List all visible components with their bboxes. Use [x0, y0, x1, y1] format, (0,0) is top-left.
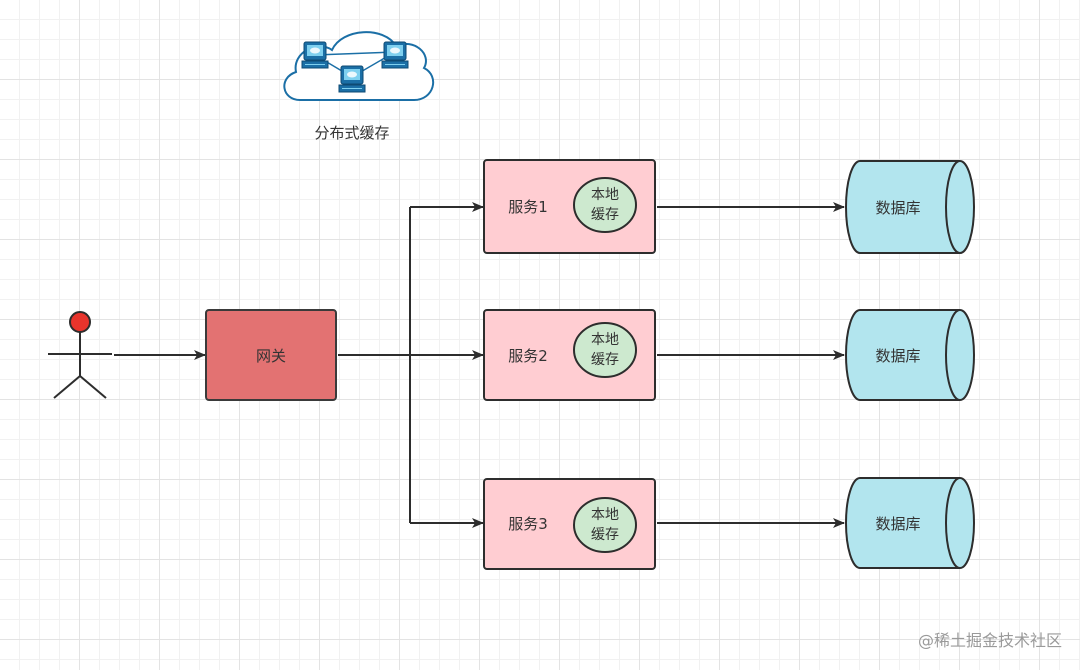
- service-label: 服务3: [508, 515, 548, 533]
- cloud-network-icon: [283, 31, 435, 101]
- distributed-cache-label: 分布式缓存: [314, 124, 389, 142]
- user-actor: [48, 311, 112, 399]
- local-cache-label-line1: 本地: [591, 507, 619, 523]
- watermark: @稀土掘金技术社区: [918, 631, 1062, 650]
- service-label: 服务1: [508, 198, 548, 216]
- local-cache-label-line1: 本地: [591, 332, 619, 348]
- gateway-node: 网关: [205, 309, 337, 401]
- service-node-3: 服务3 本地 缓存: [483, 478, 656, 570]
- local-cache-label-line2: 缓存: [591, 207, 619, 223]
- database-label: 数据库: [875, 515, 920, 533]
- service-node-1: 服务1 本地 缓存: [483, 159, 656, 254]
- database-label: 数据库: [875, 347, 920, 365]
- local-cache-label-line2: 缓存: [591, 352, 619, 368]
- service-label: 服务2: [508, 347, 548, 365]
- database-node-3: 数据库: [845, 477, 975, 569]
- local-cache: 本地 缓存: [573, 497, 637, 553]
- local-cache-label-line1: 本地: [591, 187, 619, 203]
- distributed-cache-node: 分布式缓存: [283, 31, 435, 142]
- routing-connectors: [338, 202, 484, 528]
- user-stick-figure-icon: [48, 311, 112, 399]
- local-cache: 本地 缓存: [573, 177, 637, 233]
- local-cache-label-line2: 缓存: [591, 527, 619, 543]
- database-node-2: 数据库: [845, 309, 975, 401]
- database-label: 数据库: [875, 199, 920, 217]
- service-node-2: 服务2 本地 缓存: [483, 309, 656, 401]
- local-cache: 本地 缓存: [573, 322, 637, 378]
- gateway-label: 网关: [256, 347, 286, 365]
- database-node-1: 数据库: [845, 160, 975, 254]
